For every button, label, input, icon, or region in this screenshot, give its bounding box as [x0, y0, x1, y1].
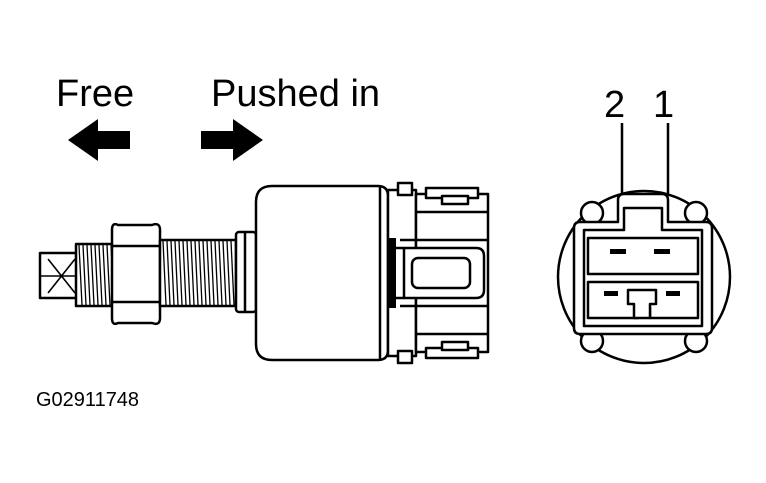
terminal-1-pin — [654, 249, 670, 254]
thread-line — [98, 244, 103, 306]
terminal-2-pin — [610, 249, 626, 254]
thread-line — [182, 240, 187, 306]
thread-line — [162, 240, 167, 306]
thread-line — [94, 244, 99, 306]
switch-side-view — [38, 181, 490, 365]
terminal-1-label: 1 — [653, 84, 674, 126]
thread-line — [202, 240, 207, 306]
threaded-shaft-left — [74, 242, 116, 308]
thread-line — [226, 240, 231, 306]
lug-top-left — [579, 200, 605, 226]
thread-line — [206, 240, 211, 306]
thread-line — [222, 240, 227, 306]
thread-line — [166, 240, 171, 306]
figure-code: G02911748 — [36, 389, 139, 411]
pushed-in-label: Pushed in — [211, 73, 380, 115]
thread-line — [218, 240, 223, 306]
arrow-left-icon — [68, 119, 130, 161]
terminal-cavity-upper — [586, 236, 700, 276]
thread-line — [82, 244, 87, 306]
connector-inner-frame — [582, 206, 704, 328]
free-label: Free — [56, 73, 134, 115]
thread-line — [194, 240, 199, 306]
thread-line — [214, 240, 219, 306]
connector-front-view: 2 1 — [556, 84, 732, 365]
thread-line — [230, 240, 235, 306]
thread-line — [174, 240, 179, 306]
arrow-right-icon — [201, 119, 263, 161]
collar — [234, 230, 258, 314]
thread-line — [106, 244, 111, 306]
threaded-shaft-right — [158, 238, 238, 308]
lower-pin-left — [604, 291, 618, 296]
lower-pin-right — [666, 291, 680, 296]
lug-top-right — [683, 200, 709, 226]
thread-line — [170, 240, 175, 306]
thread-line — [78, 244, 83, 306]
thread-line — [86, 244, 91, 306]
connector-body — [386, 181, 490, 365]
thread-line — [190, 240, 195, 306]
thread-line — [186, 240, 191, 306]
thread-line — [90, 244, 95, 306]
lock-nut — [110, 222, 162, 326]
thread-line — [198, 240, 203, 306]
thread-line — [102, 244, 107, 306]
thread-line — [210, 240, 215, 306]
center-key — [626, 288, 658, 320]
thread-line — [178, 240, 183, 306]
terminal-2-label: 2 — [604, 84, 625, 126]
switch-housing — [254, 184, 390, 362]
